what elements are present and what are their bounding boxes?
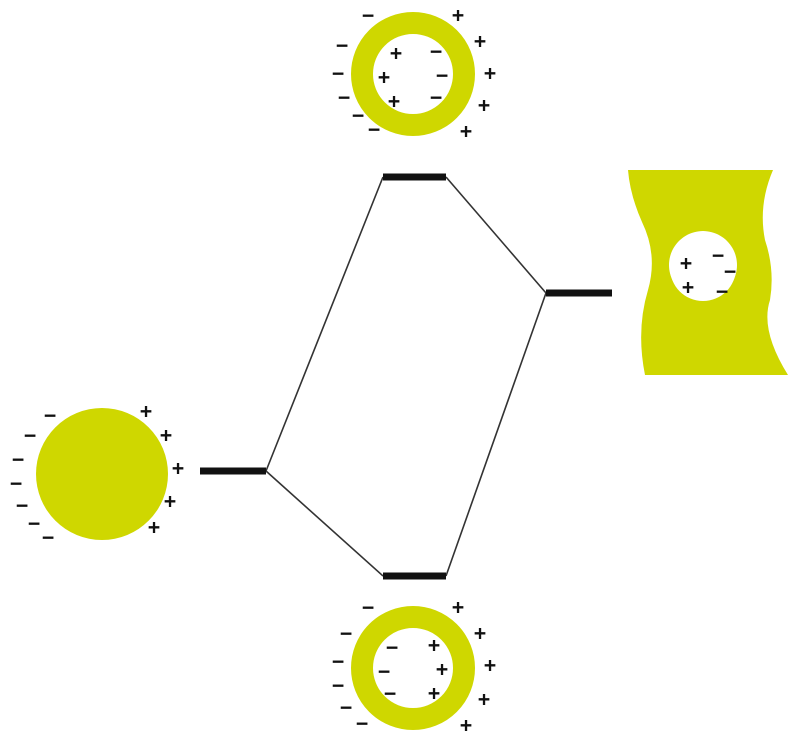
negative-charge: − (362, 3, 374, 27)
positive-charge: + (460, 119, 472, 143)
negative-charge: − (10, 471, 22, 495)
negative-charge: − (12, 447, 24, 471)
positive-charge: + (452, 595, 464, 619)
bulk-metal-shape (628, 170, 788, 375)
positive-charge: + (148, 515, 160, 539)
cavity-charges: + + − − − (680, 243, 736, 303)
positive-charge: + (460, 713, 472, 737)
positive-charge: + (682, 275, 694, 299)
positive-charge: + (140, 399, 152, 423)
positive-charge: + (484, 61, 496, 85)
connector-sphere-to-bonding (265, 470, 384, 577)
positive-charge: + (160, 423, 172, 447)
top-nanoshell: − − − − − − + + + + + + + + − − − (332, 3, 496, 143)
negative-charge: − (28, 511, 40, 535)
negative-charge: − (338, 85, 350, 109)
positive-charge: + (474, 621, 486, 645)
negative-charge: − (332, 673, 344, 697)
negative-charge: − (716, 279, 728, 303)
negative-charge: − (386, 635, 398, 659)
bottom-nanoshell-inner-charges: − − − + + + (378, 633, 448, 705)
negative-charge: − (356, 711, 368, 735)
negative-charge: − (368, 117, 380, 141)
bottom-nanoshell-outer-charges: − − − − − − + + + + + (332, 595, 496, 737)
negative-charge: − (724, 259, 736, 283)
negative-charge: − (340, 621, 352, 645)
bottom-nanoshell-ring (351, 606, 475, 730)
positive-charge: + (428, 681, 440, 705)
positive-charge: + (478, 93, 490, 117)
connector-sphere-to-antibonding (265, 176, 384, 472)
connector-bonding-to-cavity (445, 292, 547, 577)
connector-lines (265, 176, 547, 577)
negative-charge: − (352, 103, 364, 127)
bottom-nanoshell: − − − − − − + + + + + − − − + + + (332, 595, 496, 737)
solid-sphere-body (36, 408, 168, 540)
top-nanoshell-inner-charges: + + + − − − (378, 39, 448, 113)
positive-charge: + (390, 41, 402, 65)
positive-charge: + (452, 3, 464, 27)
positive-charge: + (474, 29, 486, 53)
energy-levels (200, 173, 612, 580)
negative-charge: − (332, 61, 344, 85)
positive-charge: + (378, 65, 390, 89)
cavity-block: + + − − − (628, 170, 788, 375)
positive-charge: + (680, 251, 692, 275)
negative-charge: − (430, 85, 442, 109)
negative-charge: − (362, 595, 374, 619)
positive-charge: + (388, 89, 400, 113)
positive-charge: + (172, 456, 184, 480)
positive-charge: + (164, 489, 176, 513)
solid-sphere-charges: − − − − − − − + + + + + (10, 399, 184, 549)
negative-charge: − (332, 649, 344, 673)
negative-charge: − (430, 39, 442, 63)
solid-sphere: − − − − − − − + + + + + (10, 399, 184, 549)
negative-charge: − (42, 525, 54, 549)
negative-charge: − (384, 681, 396, 705)
positive-charge: + (428, 633, 440, 657)
negative-charge: − (24, 423, 36, 447)
negative-charge: − (712, 243, 724, 267)
top-nanoshell-outer-charges: − − − − − − + + + + + (332, 3, 496, 143)
positive-charge: + (478, 687, 490, 711)
negative-charge: − (436, 63, 448, 87)
negative-charge: − (340, 695, 352, 719)
negative-charge: − (378, 659, 390, 683)
top-nanoshell-ring (351, 12, 475, 136)
positive-charge: + (484, 653, 496, 677)
positive-charge: + (436, 657, 448, 681)
cavity-void (670, 235, 736, 301)
connector-antibonding-to-cavity (445, 176, 547, 294)
negative-charge: − (44, 403, 56, 427)
negative-charge: − (16, 493, 28, 517)
negative-charge: − (336, 33, 348, 57)
